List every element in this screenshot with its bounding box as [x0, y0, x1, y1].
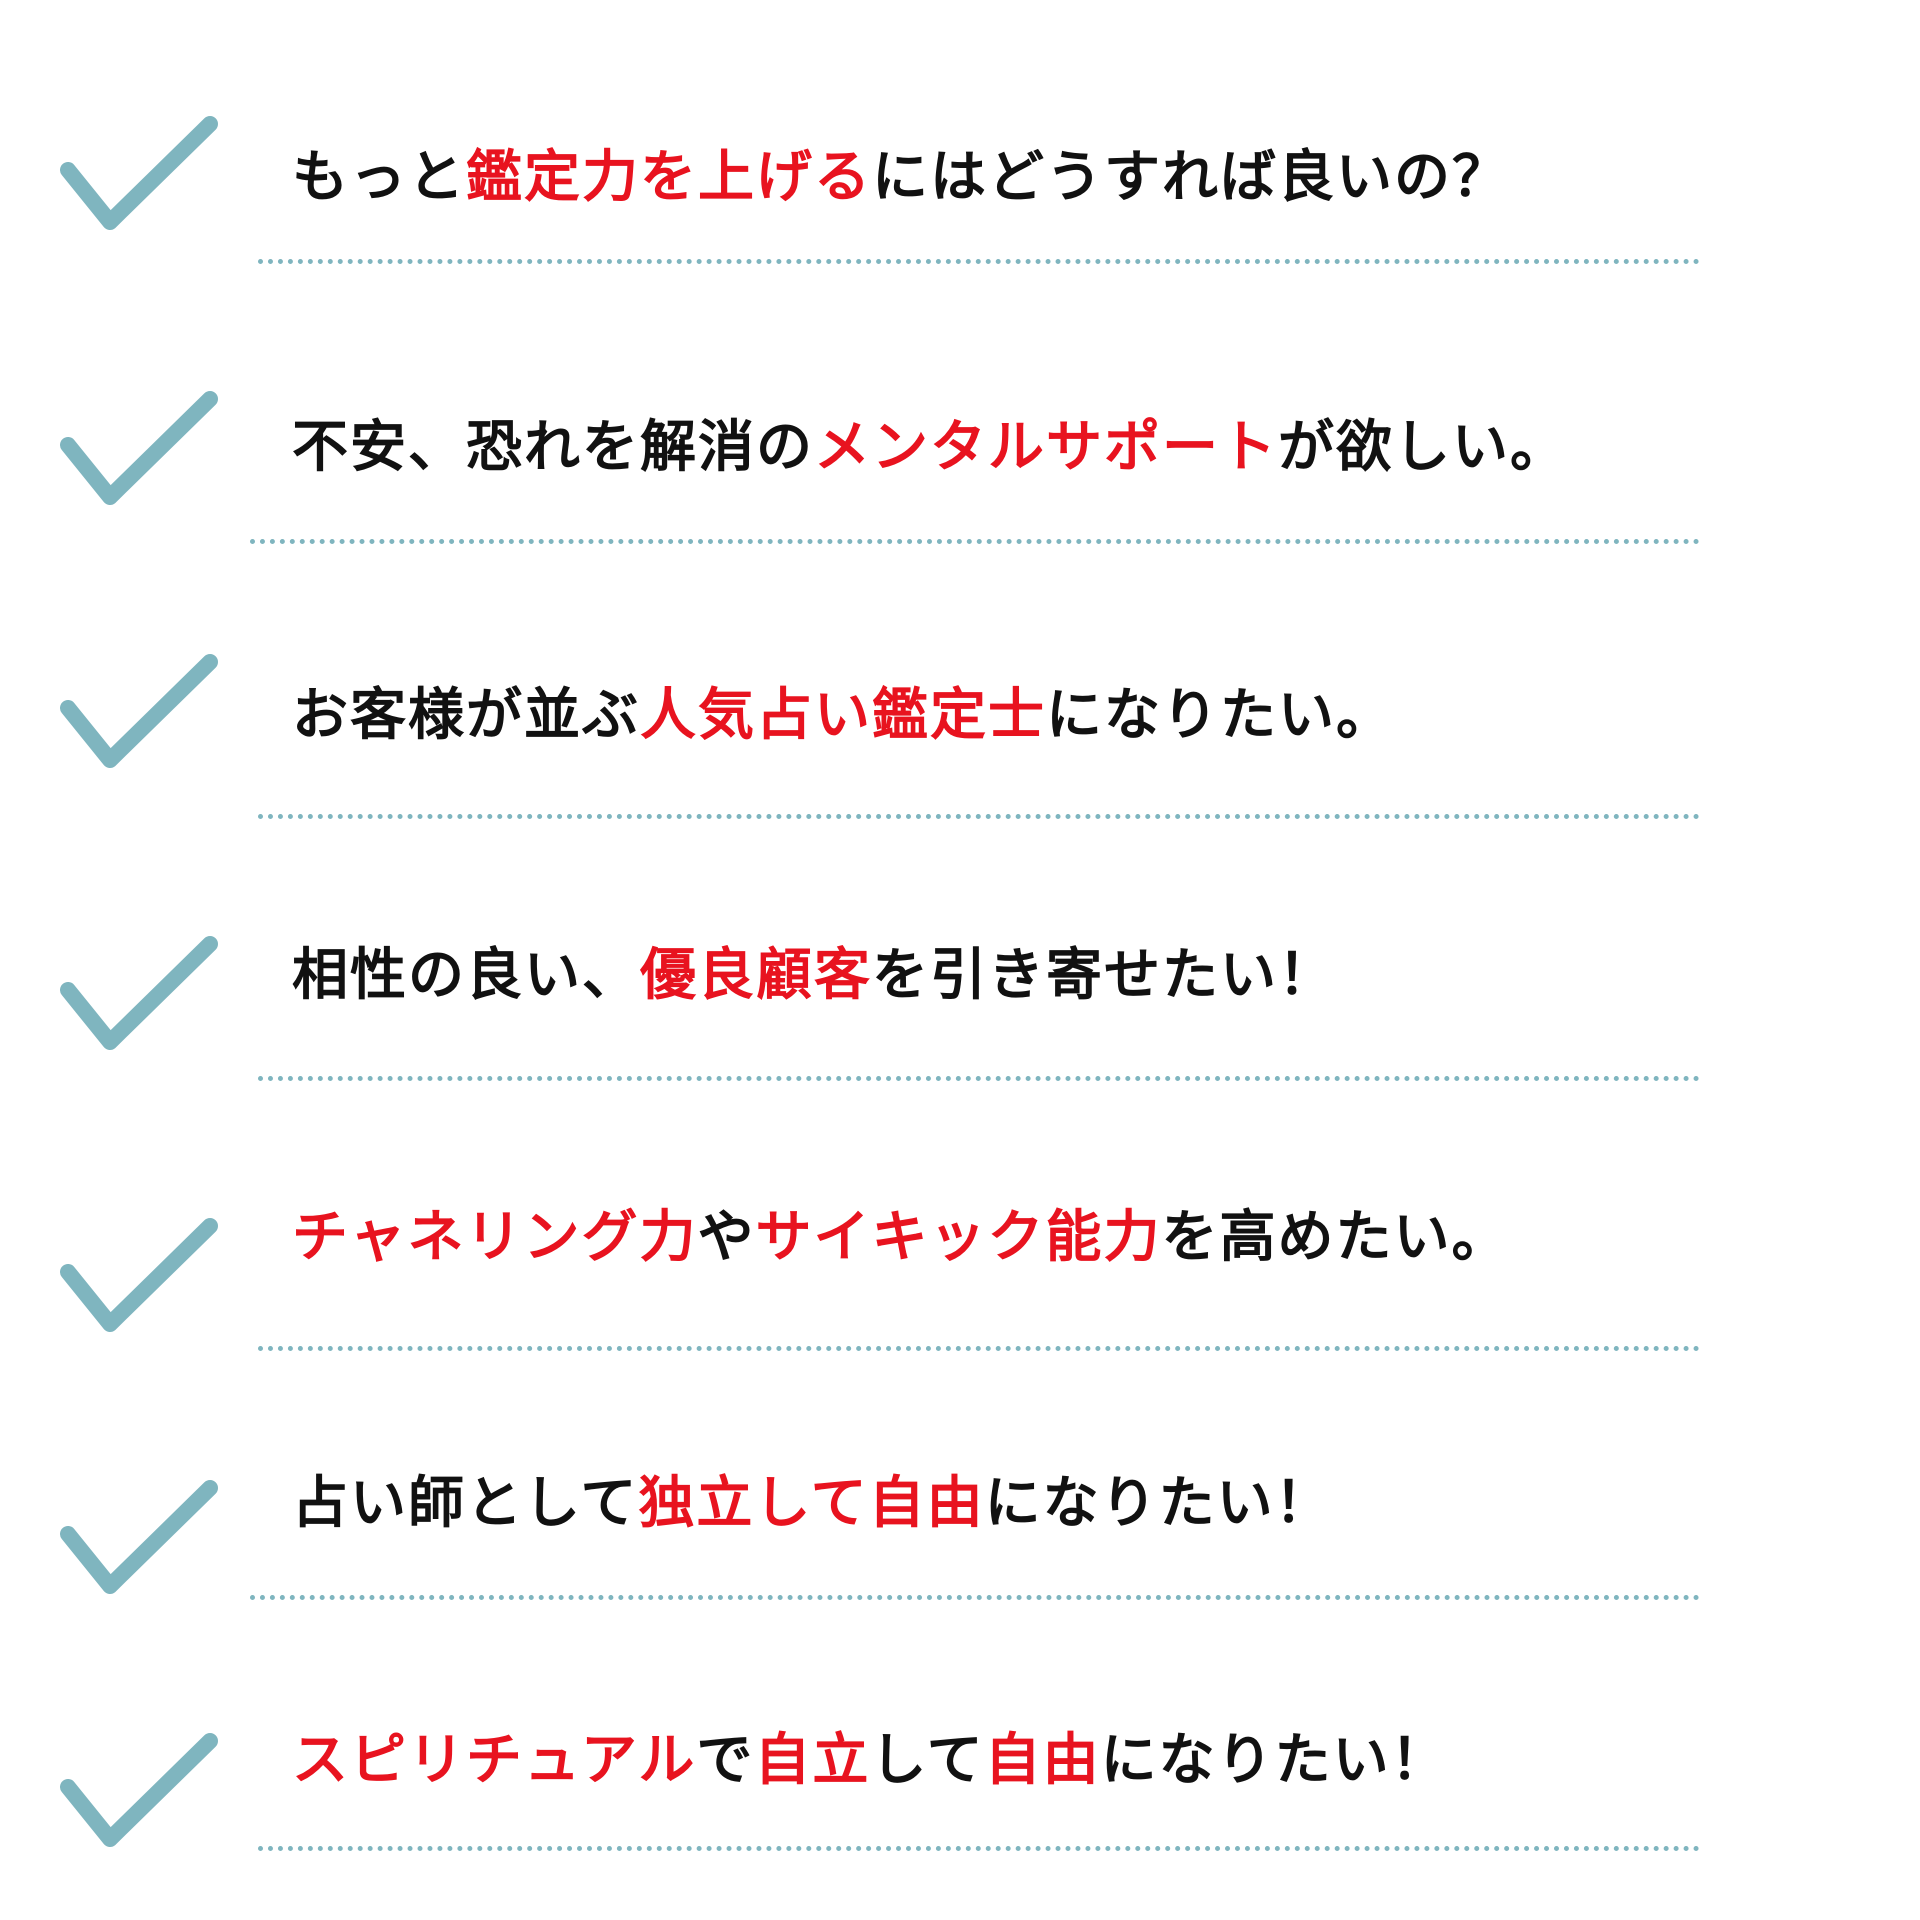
item-text-highlight: メンタルサポート [814, 414, 1278, 480]
dotted-divider [258, 259, 1700, 264]
check-icon [60, 930, 220, 1060]
item-text-highlight: チャネリング力 [292, 1204, 698, 1270]
item-text-segment: して [870, 1727, 985, 1793]
checklist-item-6: 占い師として独立して自由になりたい！ [0, 0, 1920, 1600]
item-text-highlight: 鑑定力を上げる [466, 144, 872, 210]
dotted-divider [250, 1595, 1700, 1600]
dotted-divider [258, 1076, 1700, 1081]
check-icon [60, 1212, 220, 1342]
checklist-item-2: 不安、恐れを解消のメンタルサポートが欲しい。 [0, 0, 1920, 544]
check-icon [60, 110, 220, 240]
item-text-segment: が欲しい。 [1278, 414, 1568, 480]
item-text: もっと鑑定力を上げるにはどうすれば良いの？ [292, 132, 1510, 222]
item-text: 相性の良い、優良顧客を引き寄せたい！ [292, 930, 1336, 1020]
item-text-highlight: 独立して自由 [638, 1470, 985, 1536]
item-text: スピリチュアルで自立して自由になりたい！ [292, 1715, 1449, 1805]
checklist-item-7: スピリチュアルで自立して自由になりたい！ [0, 0, 1920, 1851]
check-icon [60, 648, 220, 778]
item-text-segment: になりたい。 [1046, 682, 1394, 748]
dotted-divider [258, 1346, 1700, 1351]
item-text-segment: や [697, 1204, 756, 1270]
item-text-highlight: 自由 [984, 1727, 1101, 1793]
item-text-segment: になりたい！ [1100, 1727, 1449, 1793]
item-text: 占い師として独立して自由になりたい！ [292, 1458, 1333, 1548]
item-text: チャネリング力やサイキック能力を高めたい。 [292, 1192, 1509, 1282]
checklist-item-4: 相性の良い、優良顧客を引き寄せたい！ [0, 0, 1920, 1081]
dotted-divider [258, 1846, 1700, 1851]
dotted-divider [250, 539, 1700, 544]
check-icon [60, 385, 220, 515]
check-icon [60, 1727, 220, 1857]
item-text-segment: 相性の良い、 [292, 942, 640, 1008]
item-text-segment: 不安、恐れを解消の [292, 414, 814, 480]
item-text-highlight: 人気占い鑑定士 [640, 682, 1046, 748]
checklist-item-3: お客様が並ぶ人気占い鑑定士になりたい。 [0, 0, 1920, 819]
item-text-segment: もっと [292, 144, 466, 210]
item-text-highlight: 優良顧客 [640, 942, 872, 1008]
item-text: 不安、恐れを解消のメンタルサポートが欲しい。 [292, 402, 1568, 492]
item-text-segment: を引き寄せたい！ [872, 942, 1336, 1008]
dotted-divider [258, 814, 1700, 819]
check-icon [60, 1474, 220, 1604]
item-text-highlight: サイキック能力 [755, 1204, 1162, 1270]
item-text-segment: にはどうすれば良いの？ [872, 144, 1510, 210]
item-text-highlight: スピリチュアル [292, 1727, 697, 1793]
item-text: お客様が並ぶ人気占い鑑定士になりたい。 [292, 670, 1394, 760]
item-text-segment: になりたい！ [984, 1470, 1333, 1536]
checklist-item-5: チャネリング力やサイキック能力を高めたい。 [0, 0, 1920, 1351]
item-text-highlight: 自立 [754, 1727, 871, 1793]
item-text-segment: を高めたい。 [1161, 1204, 1510, 1270]
item-text-segment: で [696, 1727, 755, 1793]
checklist-item-1: もっと鑑定力を上げるにはどうすれば良いの？ [0, 0, 1920, 264]
item-text-segment: 占い師として [292, 1470, 639, 1536]
item-text-segment: お客様が並ぶ [292, 682, 640, 748]
